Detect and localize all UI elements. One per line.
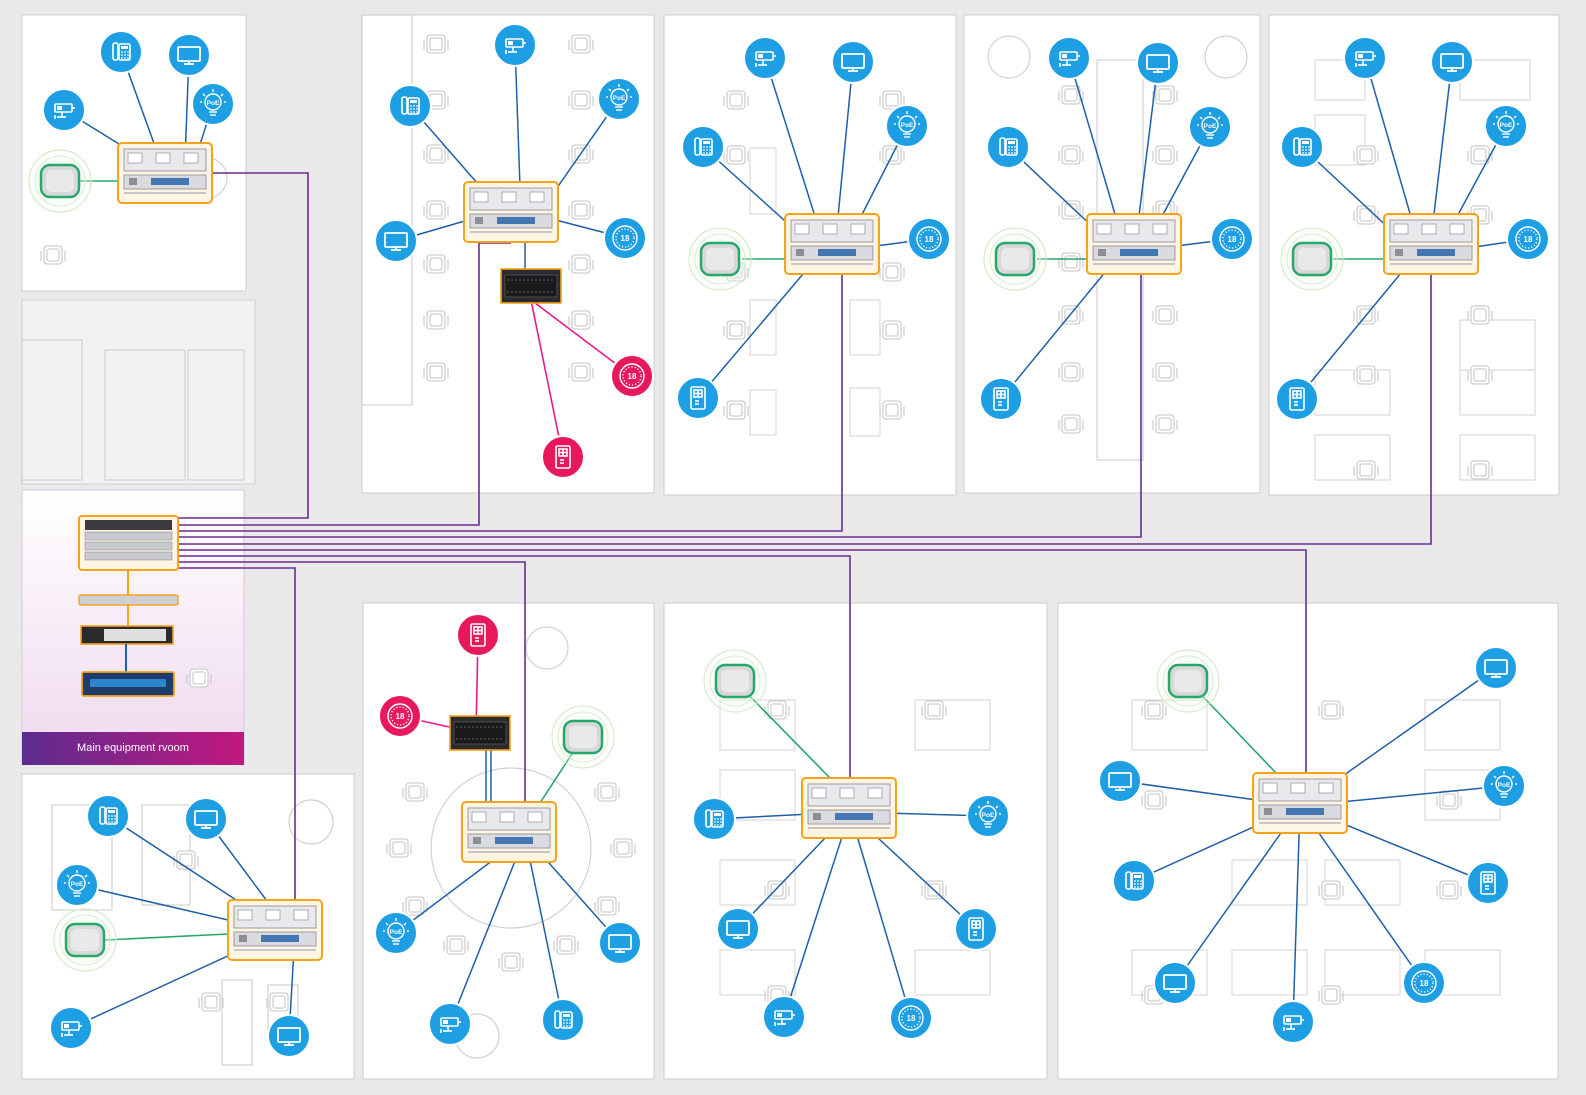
poe-bulb-icon: PoE bbox=[885, 104, 929, 148]
mbox-to-switch bbox=[485, 750, 492, 804]
monitor-icon bbox=[374, 219, 418, 263]
access-control-icon bbox=[1275, 377, 1319, 421]
phone-icon bbox=[86, 794, 130, 838]
poe-bulb-icon: PoE bbox=[597, 77, 641, 121]
monitor-icon bbox=[831, 40, 875, 84]
camera-icon bbox=[762, 995, 806, 1039]
clock-label: 18 bbox=[396, 712, 405, 721]
access-control-icon bbox=[541, 435, 585, 479]
main-equipment-room-label: Main equipment rvoom bbox=[22, 732, 244, 765]
poe-label: PoE bbox=[901, 122, 914, 129]
monitor-icon bbox=[716, 907, 760, 951]
access-control-icon bbox=[979, 377, 1023, 421]
camera-icon bbox=[1047, 36, 1091, 80]
poe-label: PoE bbox=[613, 95, 626, 102]
access-control-icon bbox=[1466, 861, 1510, 905]
poe-label: PoE bbox=[71, 881, 84, 888]
monitor-icon bbox=[1136, 41, 1180, 85]
poe-bulb-icon: PoE bbox=[1188, 105, 1232, 149]
clock-label: 18 bbox=[628, 372, 637, 381]
clock-icon: 18 bbox=[1210, 217, 1254, 261]
phone-icon bbox=[1280, 125, 1324, 169]
monitor-icon bbox=[267, 1014, 311, 1058]
poe-bulb-icon: PoE bbox=[374, 911, 418, 955]
phone-icon bbox=[99, 30, 143, 74]
camera-icon bbox=[42, 88, 86, 132]
phone-icon bbox=[388, 84, 432, 128]
poe-bulb-icon: PoE bbox=[966, 794, 1010, 838]
clock-icon: 18 bbox=[378, 694, 422, 738]
monitor-icon bbox=[1430, 40, 1474, 84]
poe-label: PoE bbox=[390, 929, 403, 936]
poe-bulb-icon: PoE bbox=[1484, 104, 1528, 148]
camera-icon bbox=[493, 23, 537, 67]
clock-icon: 18 bbox=[603, 216, 647, 260]
clock-icon: 18 bbox=[1402, 961, 1446, 1005]
poe-bulb-icon: PoE bbox=[191, 82, 235, 126]
camera-icon bbox=[1271, 1000, 1315, 1044]
clock-label: 18 bbox=[621, 234, 630, 243]
phone-icon bbox=[541, 998, 585, 1042]
poe-bulb-icon: PoE bbox=[1482, 764, 1526, 808]
clock-icon: 18 bbox=[1506, 217, 1550, 261]
access-control-icon bbox=[676, 376, 720, 420]
monitor-icon bbox=[1153, 961, 1197, 1005]
phone-icon bbox=[692, 797, 736, 841]
desks bbox=[719, 59, 1536, 996]
poe-label: PoE bbox=[982, 812, 995, 819]
devices: PoE PoE PoE PoE PoE PoE PoE PoE PoE 18 1… bbox=[42, 23, 1550, 1058]
monitor-icon bbox=[184, 797, 228, 841]
poe-label: PoE bbox=[1204, 123, 1217, 130]
camera-icon bbox=[49, 1006, 93, 1050]
monitor-icon bbox=[1474, 646, 1518, 690]
poe-label: PoE bbox=[1500, 122, 1513, 129]
clock-icon: 18 bbox=[610, 354, 654, 398]
clock-icon: 18 bbox=[907, 217, 951, 261]
clock-icon: 18 bbox=[889, 996, 933, 1040]
phone-icon bbox=[681, 125, 725, 169]
clock-label: 18 bbox=[1420, 979, 1429, 988]
phone-icon bbox=[1112, 859, 1156, 903]
camera-icon bbox=[1343, 36, 1387, 80]
phone-icon bbox=[986, 125, 1030, 169]
media-converter bbox=[500, 268, 562, 304]
access-control-icon bbox=[456, 613, 500, 657]
monitor-icon bbox=[1098, 759, 1142, 803]
main-rack bbox=[78, 515, 179, 697]
monitor-icon bbox=[167, 33, 211, 77]
poe-label: PoE bbox=[1498, 782, 1511, 789]
clock-label: 18 bbox=[1524, 235, 1533, 244]
clock-label: 18 bbox=[925, 235, 934, 244]
camera-icon bbox=[428, 1002, 472, 1046]
uplink-cables bbox=[178, 172, 1432, 902]
access-control-icon bbox=[954, 907, 998, 951]
poe-bulb-icon: PoE bbox=[55, 863, 99, 907]
poe-label: PoE bbox=[207, 100, 220, 107]
clock-label: 18 bbox=[907, 1014, 916, 1023]
camera-icon bbox=[743, 36, 787, 80]
media-converter bbox=[449, 715, 511, 751]
monitor-icon bbox=[598, 921, 642, 965]
clock-label: 18 bbox=[1228, 235, 1237, 244]
